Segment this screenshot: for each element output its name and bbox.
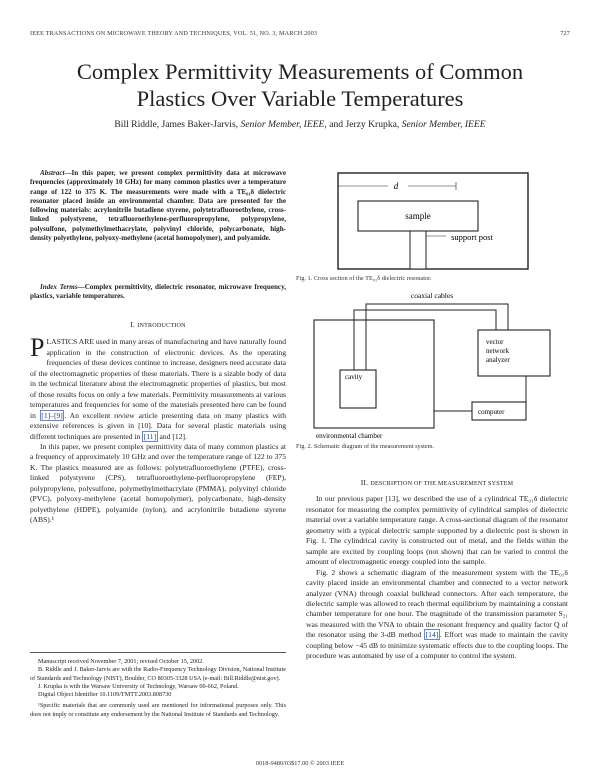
author-role-1: Senior Member, IEEE: [240, 119, 325, 130]
section-heading: II. DESCRIPTION OF THE MEASUREMENT SYSTE…: [360, 478, 514, 487]
index-terms-text: —Complex permittivity, dielectric resona…: [30, 283, 286, 301]
index-terms-label: Index Terms: [40, 283, 78, 291]
sample-block: [357, 200, 479, 232]
vna-label-line: network: [486, 347, 509, 355]
author-role-2: Senior Member, IEEE: [401, 119, 486, 130]
figure-2-caption: Fig. 2. Schematic diagram of the measure…: [296, 443, 435, 450]
running-header: IEEE TRANSACTIONS ON MICROWAVE THEORY AN…: [30, 30, 570, 37]
figure-1: d sample support post Fig. 1. Cross sect…: [296, 168, 568, 282]
journal-name: IEEE TRANSACTIONS ON MICROWAVE THEORY AN…: [30, 30, 318, 37]
footnote: Manuscript received November 7, 2001; re…: [38, 658, 204, 665]
figure-1-caption: Fig. 1. Cross section of the TE₀₁δ diele…: [296, 275, 432, 282]
page-number: 727: [560, 30, 570, 37]
title-line-2: Plastics Over Variable Temperatures: [136, 86, 464, 111]
paper-title: Complex Permittivity Measurements of Com…: [20, 58, 580, 112]
author-line: Bill Riddle, James Baker-Jarvis, Senior …: [20, 119, 580, 130]
footnote-rule: [30, 652, 286, 653]
footnote: J. Krupka is with the Warsaw University …: [38, 682, 239, 690]
section-measurement-system: II. DESCRIPTION OF THE MEASUREMENT SYSTE…: [306, 478, 568, 662]
system-paragraph-2: Fig. 2 shows a schematic diagram of the …: [306, 567, 569, 661]
section-heading: I. INTRODUCTION: [130, 320, 186, 329]
footnote: B. Riddle and J. Baker-Jarvis are with t…: [30, 666, 286, 682]
cable-line: [365, 303, 509, 370]
footnote: Digital Object Identifier 10.1109/TMTT.2…: [38, 691, 172, 699]
dimension-label: d: [394, 181, 399, 191]
citation-link[interactable]: [11]: [142, 430, 158, 442]
author-names-1: Bill Riddle, James Baker-Jarvis,: [114, 119, 239, 130]
chamber-label: environmental chamber: [316, 432, 383, 440]
vna-box: [477, 329, 551, 377]
resonator-cross-section-diagram: d sample support post: [337, 172, 529, 270]
citation-link[interactable]: [14]: [424, 629, 440, 641]
citation-link[interactable]: [1]–[9]: [39, 409, 65, 421]
footnotes: Manuscript received November 7, 2001; re…: [30, 658, 286, 719]
index-terms: Index Terms—Complex permittivity, dielec…: [30, 283, 286, 302]
vna-label-line: vector: [486, 338, 504, 346]
footnote: ¹Specific materials that are commonly us…: [30, 702, 286, 718]
system-paragraph-1: In our previous paper [13], we described…: [306, 494, 568, 567]
cavity-label: cavity: [345, 373, 363, 381]
abstract-text: —In this paper, we present complex permi…: [30, 169, 286, 243]
coaxial-cables-label: coaxial cables: [411, 291, 453, 300]
abstract: Abstract—In this paper, we present compl…: [30, 169, 286, 243]
support-post-label: support post: [451, 232, 493, 242]
title-line-1: Complex Permittivity Measurements of Com…: [76, 59, 524, 84]
measurement-system-diagram: coaxial cables cavity vector network ana…: [313, 291, 551, 440]
author-names-2: , and Jerzy Krupka,: [324, 119, 400, 130]
vna-label-line: analyzer: [486, 356, 510, 364]
abstract-label: Abstract: [40, 169, 65, 177]
sample-label: sample: [405, 211, 431, 221]
computer-label: computer: [478, 408, 505, 416]
intro-paragraph-2: In this paper, we present complex permit…: [30, 441, 286, 525]
environmental-chamber-box: [313, 319, 435, 429]
cavity-box: [339, 369, 377, 409]
cavity-outline: [337, 172, 529, 270]
support-post: [409, 230, 427, 270]
drop-cap: P: [30, 333, 45, 363]
cable-line: [353, 309, 497, 370]
figure-2: coaxial cables cavity vector network ana…: [296, 290, 568, 450]
copyright-footer: 0018-9480/03$17.00 © 2003 IEEE: [255, 760, 345, 767]
